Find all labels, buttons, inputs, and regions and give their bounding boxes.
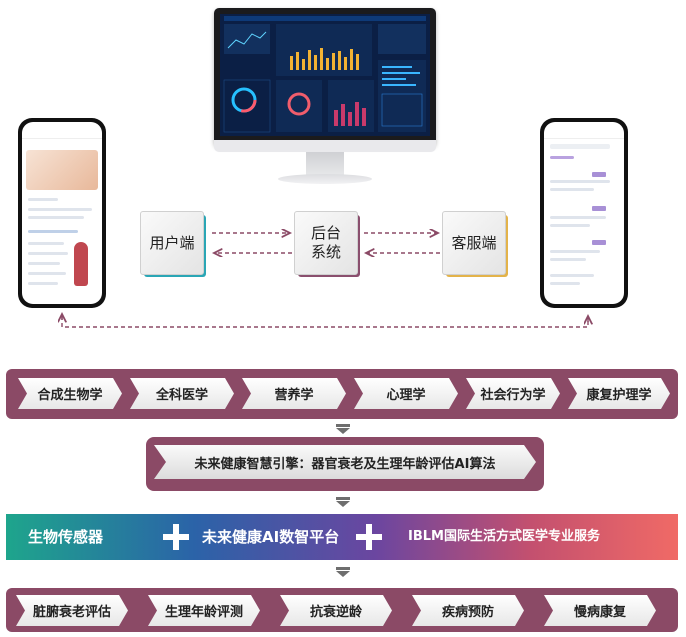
platform-band: 生物传感器 未来健康AI数智平台 IBLM国际生活方式医学专业服务 bbox=[6, 514, 678, 560]
arrow-down-icon bbox=[336, 567, 350, 570]
backend-label-line1: 后台 bbox=[310, 224, 341, 242]
outcome-item: 脏腑衰老评估 bbox=[16, 595, 128, 626]
text-line bbox=[28, 262, 60, 265]
text-line bbox=[550, 224, 590, 227]
status-tag bbox=[592, 172, 606, 177]
text-line bbox=[28, 282, 58, 285]
customer-service-label: 客服端 bbox=[442, 211, 506, 275]
dashboard-monitor-icon bbox=[214, 8, 436, 186]
text-line bbox=[550, 274, 594, 277]
arrow-down-icon bbox=[336, 571, 350, 577]
user-app-screen bbox=[22, 122, 102, 304]
text-line bbox=[28, 242, 64, 245]
monitor-frame bbox=[214, 8, 436, 146]
status-tag bbox=[592, 206, 606, 211]
engine-box: 未来健康智慧引擎：器官衰老及生理年龄评估AI算法 bbox=[146, 437, 544, 491]
customer-service-phone-icon bbox=[540, 118, 628, 308]
dashboard-screen bbox=[220, 14, 430, 136]
discipline-item: 营养学 bbox=[242, 378, 346, 409]
user-app-phone-icon bbox=[18, 118, 106, 308]
discipline-item: 全科医学 bbox=[130, 378, 234, 409]
discipline-item: 心理学 bbox=[354, 378, 458, 409]
dashboard-graphics bbox=[220, 14, 430, 136]
customer-service-box: 客服端 bbox=[442, 211, 508, 277]
user-end-box: 用户端 bbox=[140, 211, 206, 277]
engine-label: 未来健康智慧引擎：器官衰老及生理年龄评估AI算法 bbox=[154, 445, 536, 479]
phone-status-bar bbox=[22, 122, 102, 139]
user-end-label: 用户端 bbox=[140, 211, 204, 275]
customer-service-screen bbox=[544, 122, 624, 304]
discipline-item: 康复护理学 bbox=[568, 378, 670, 409]
biosensor-label: 生物传感器 bbox=[28, 528, 104, 546]
connector-lines bbox=[0, 0, 686, 328]
disciplines-band: 合成生物学 全科医学 营养学 心理学 社会行为学 康复护理学 bbox=[6, 369, 678, 419]
plus-icon bbox=[163, 524, 189, 550]
body-figure-icon bbox=[74, 242, 88, 286]
text-line bbox=[28, 208, 92, 211]
arrow-down-icon bbox=[336, 501, 350, 507]
search-bar bbox=[550, 144, 610, 149]
backend-system-label: 后台 系统 bbox=[294, 211, 358, 275]
tab-line bbox=[550, 156, 574, 159]
discipline-item: 社会行为学 bbox=[466, 378, 560, 409]
monitor-stand-base bbox=[278, 174, 372, 184]
backend-label-line2: 系统 bbox=[310, 243, 341, 261]
outcome-item: 生理年龄评测 bbox=[148, 595, 260, 626]
spa-photo bbox=[26, 150, 98, 190]
text-line bbox=[28, 216, 84, 219]
text-line bbox=[550, 180, 610, 183]
ai-platform-label: 未来健康AI数智平台 bbox=[202, 528, 340, 546]
arrow-down-icon bbox=[336, 424, 350, 427]
phone-status-bar bbox=[544, 122, 624, 139]
text-line bbox=[550, 188, 594, 191]
iblm-service-label: IBLM国际生活方式医学专业服务 bbox=[408, 529, 600, 544]
backend-system-box: 后台 系统 bbox=[294, 211, 360, 277]
discipline-item: 合成生物学 bbox=[18, 378, 122, 409]
outcome-item: 疾病预防 bbox=[412, 595, 524, 626]
text-line bbox=[28, 272, 66, 275]
text-line bbox=[550, 258, 586, 261]
arrow-down-icon bbox=[336, 428, 350, 434]
monitor-chin bbox=[214, 140, 436, 152]
text-line bbox=[550, 282, 580, 285]
text-line bbox=[28, 230, 78, 233]
arrow-down-icon bbox=[336, 497, 350, 500]
text-line bbox=[28, 252, 68, 255]
outcome-item: 慢病康复 bbox=[544, 595, 656, 626]
text-line bbox=[550, 216, 606, 219]
monitor-stand-neck bbox=[306, 152, 344, 176]
outcomes-band: 脏腑衰老评估 生理年龄评测 抗衰逆龄 疾病预防 慢病康复 bbox=[6, 588, 678, 632]
text-line bbox=[550, 250, 600, 253]
text-line bbox=[28, 198, 58, 201]
status-tag bbox=[592, 240, 606, 245]
outcome-item: 抗衰逆龄 bbox=[280, 595, 392, 626]
plus-icon bbox=[356, 524, 382, 550]
